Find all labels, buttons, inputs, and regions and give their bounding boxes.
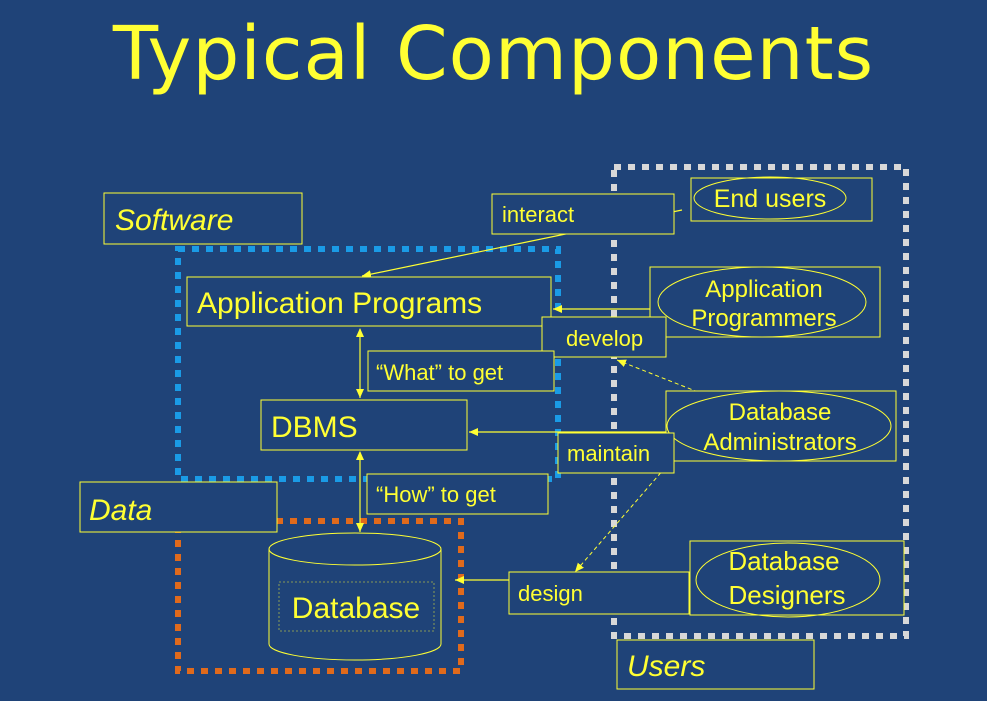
- interact-label-box: interact: [491, 193, 675, 235]
- what-to-get-label: “What” to get: [376, 360, 503, 385]
- develop-label-box: develop: [541, 316, 667, 358]
- users-group-border: [611, 164, 909, 639]
- develop-label: develop: [566, 326, 643, 351]
- design-label: design: [518, 581, 583, 606]
- application-programs-box: Application Programs: [186, 276, 552, 327]
- what-to-get-label-box: “What” to get: [367, 350, 555, 392]
- design-label-box: design: [508, 571, 690, 615]
- application-programmers-label-line1: Application: [705, 276, 822, 303]
- slide-title: Typical Components: [112, 11, 875, 97]
- application-programs-label: Application Programs: [197, 287, 482, 320]
- database-designers-box: Database Designers: [689, 540, 905, 618]
- software-label: Software: [115, 204, 233, 237]
- database-designers-label-line2: Designers: [728, 580, 845, 610]
- software-label-box: Software: [103, 192, 303, 245]
- how-to-get-label-box: “How” to get: [366, 473, 549, 515]
- interact-label: interact: [502, 202, 574, 227]
- end-users-label: End users: [714, 185, 827, 213]
- end-users-box: End users: [690, 176, 873, 222]
- data-group-border: [175, 518, 464, 674]
- maintain-label: maintain: [567, 441, 650, 466]
- database-designers-label-line1: Database: [728, 546, 839, 576]
- application-programmers-label-line2: Programmers: [691, 305, 836, 332]
- users-label: Users: [627, 650, 705, 683]
- database-label: Database: [292, 592, 420, 625]
- how-to-get-label: “How” to get: [376, 482, 496, 507]
- database-administrators-label-line2: Administrators: [703, 429, 856, 456]
- dbms-box: DBMS: [260, 399, 468, 451]
- users-label-box: Users: [616, 639, 815, 690]
- application-programmers-box: Application Programmers: [649, 266, 881, 338]
- dbms-label: DBMS: [271, 411, 358, 444]
- database-administrators-label-line1: Database: [729, 399, 832, 426]
- data-label-box: Data: [79, 481, 278, 533]
- data-label: Data: [89, 494, 152, 527]
- database-administrators-box: Database Administrators: [665, 390, 897, 462]
- admin-design-dashed-arrow: [574, 461, 671, 573]
- maintain-label-box: maintain: [557, 432, 675, 474]
- admin-develop-dashed-arrow: [616, 359, 699, 393]
- database-cylinder: Database: [268, 532, 442, 661]
